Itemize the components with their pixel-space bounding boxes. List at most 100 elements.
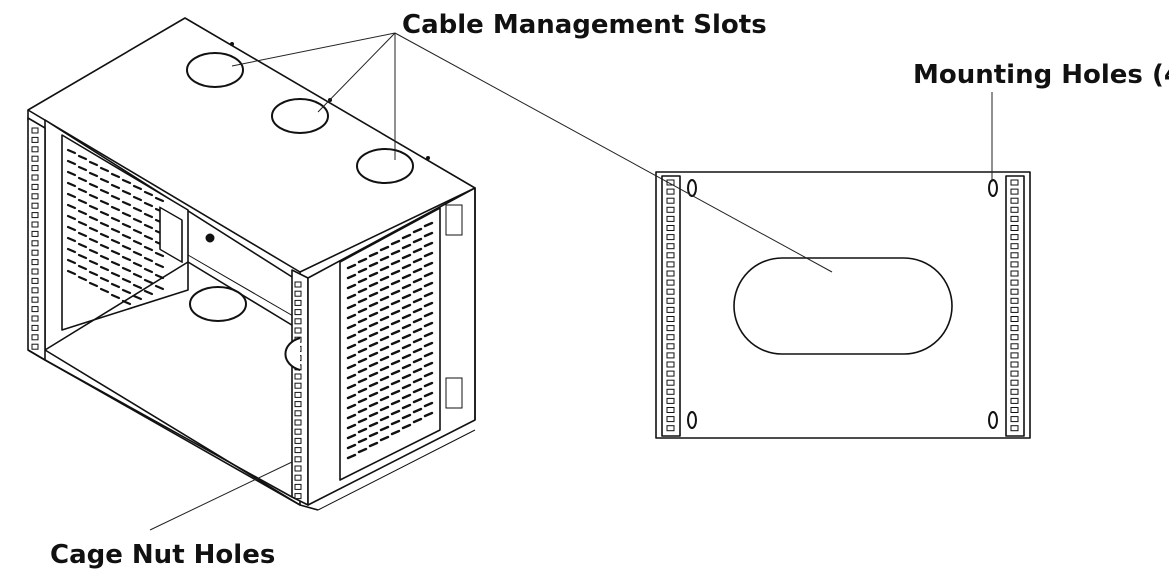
ventilation-slot <box>379 255 390 262</box>
ventilation-slot <box>368 261 379 268</box>
cage-nut-hole <box>294 465 302 472</box>
ventilation-slot <box>88 226 99 233</box>
ventilation-slot <box>412 267 423 274</box>
ventilation-slot <box>401 423 412 430</box>
ventilation-slot <box>379 395 390 402</box>
ventilation-slot <box>99 276 110 283</box>
cage-nut-hole <box>666 234 675 241</box>
ventilation-slot <box>423 331 434 338</box>
cage-nut-hole <box>666 243 675 250</box>
ventilation-slot <box>379 405 390 412</box>
cage-nut-hole <box>1010 352 1019 359</box>
cage-nut-hole <box>31 183 39 190</box>
mounting-hole-4 <box>988 411 998 429</box>
ventilation-slot <box>346 263 357 270</box>
ventilation-slot <box>412 397 423 404</box>
ventilation-slot <box>143 267 154 274</box>
ventilation-slot <box>368 401 379 408</box>
ventilation-slot <box>99 166 110 173</box>
ventilation-slot <box>412 367 423 374</box>
ventilation-slot <box>77 220 88 227</box>
ventilation-slot <box>412 257 423 264</box>
ventilation-slot <box>412 227 423 234</box>
cage-nut-hole <box>294 410 302 417</box>
ventilation-slot <box>132 239 143 246</box>
ventilation-slot <box>143 278 154 285</box>
ventilation-slot <box>88 204 99 211</box>
ventilation-slot <box>379 245 390 252</box>
cage-nut-hole <box>666 388 675 395</box>
ventilation-slot <box>132 228 143 235</box>
cage-nut-hole <box>1010 225 1019 231</box>
ventilation-slot <box>368 281 379 288</box>
cage-nut-hole <box>31 268 39 275</box>
cage-nut-hole <box>666 397 675 404</box>
ventilation-slot <box>143 190 154 197</box>
ventilation-slot <box>368 361 379 368</box>
ventilation-slot <box>368 251 379 258</box>
ventilation-slot <box>390 429 401 436</box>
ventilation-slot <box>346 373 357 380</box>
label-cage-nut-holes: Cage Nut Holes <box>50 540 275 570</box>
cage-nut-hole <box>666 225 675 231</box>
ventilation-slot <box>346 403 357 410</box>
cage-nut-hole <box>294 299 302 306</box>
ventilation-slot <box>88 259 99 266</box>
ventilation-slot <box>401 263 412 270</box>
ventilation-slot <box>423 231 434 238</box>
ventilation-slot <box>401 323 412 330</box>
ventilation-slot <box>357 337 368 344</box>
cage-nut-hole <box>666 334 675 341</box>
ventilation-slot <box>423 301 434 308</box>
ventilation-slot <box>401 293 412 300</box>
cage-nut-hole <box>666 407 675 413</box>
ventilation-slot <box>379 365 390 372</box>
cage-nut-hole <box>294 456 302 463</box>
cage-nut-hole <box>666 361 675 368</box>
cage-nut-hole <box>1010 179 1019 186</box>
cage-nut-hole <box>1010 379 1019 386</box>
ventilation-slot <box>412 347 423 354</box>
ventilation-slot <box>412 417 423 424</box>
ventilation-slot <box>368 331 379 338</box>
ventilation-slot <box>132 272 143 279</box>
cage-nut-hole <box>666 352 675 359</box>
ventilation-slot <box>379 285 390 292</box>
cage-nut-hole <box>294 327 302 334</box>
callout-leader-lines <box>149 32 993 531</box>
ventilation-slot <box>143 256 154 263</box>
ventilation-slot <box>390 279 401 286</box>
ventilation-slot <box>401 233 412 240</box>
ventilation-slot <box>401 383 412 390</box>
cage-nut-hole <box>666 343 675 350</box>
cage-nut-hole <box>1010 297 1019 304</box>
cage-nut-hole <box>31 259 39 266</box>
ventilation-slot <box>379 315 390 322</box>
cage-nut-hole <box>31 296 39 303</box>
ventilation-slot <box>390 259 401 266</box>
cage-nut-hole <box>1010 316 1019 322</box>
ventilation-slot <box>66 225 77 232</box>
ventilation-slot <box>423 361 434 368</box>
ventilation-slot <box>379 425 390 432</box>
ventilation-slot <box>390 329 401 336</box>
cage-nut-hole <box>1010 343 1019 350</box>
ventilation-slot <box>379 295 390 302</box>
ventilation-slot <box>121 288 132 295</box>
cage-nut-hole <box>294 401 302 408</box>
ventilation-slot <box>401 373 412 380</box>
ventilation-slot <box>132 261 143 268</box>
ventilation-slot <box>132 283 143 290</box>
ventilation-slot <box>77 275 88 282</box>
ventilation-slot <box>412 307 423 314</box>
ventilation-slot <box>412 327 423 334</box>
cage-nut-hole <box>31 165 39 172</box>
ventilation-slot <box>346 383 357 390</box>
ventilation-slot <box>99 243 110 250</box>
cage-nut-hole <box>666 252 675 259</box>
cage-nut-hole <box>31 287 39 294</box>
cage-nut-hole <box>1010 397 1019 404</box>
ventilation-slot <box>390 299 401 306</box>
ventilation-slot <box>390 399 401 406</box>
ventilation-slot <box>401 243 412 250</box>
